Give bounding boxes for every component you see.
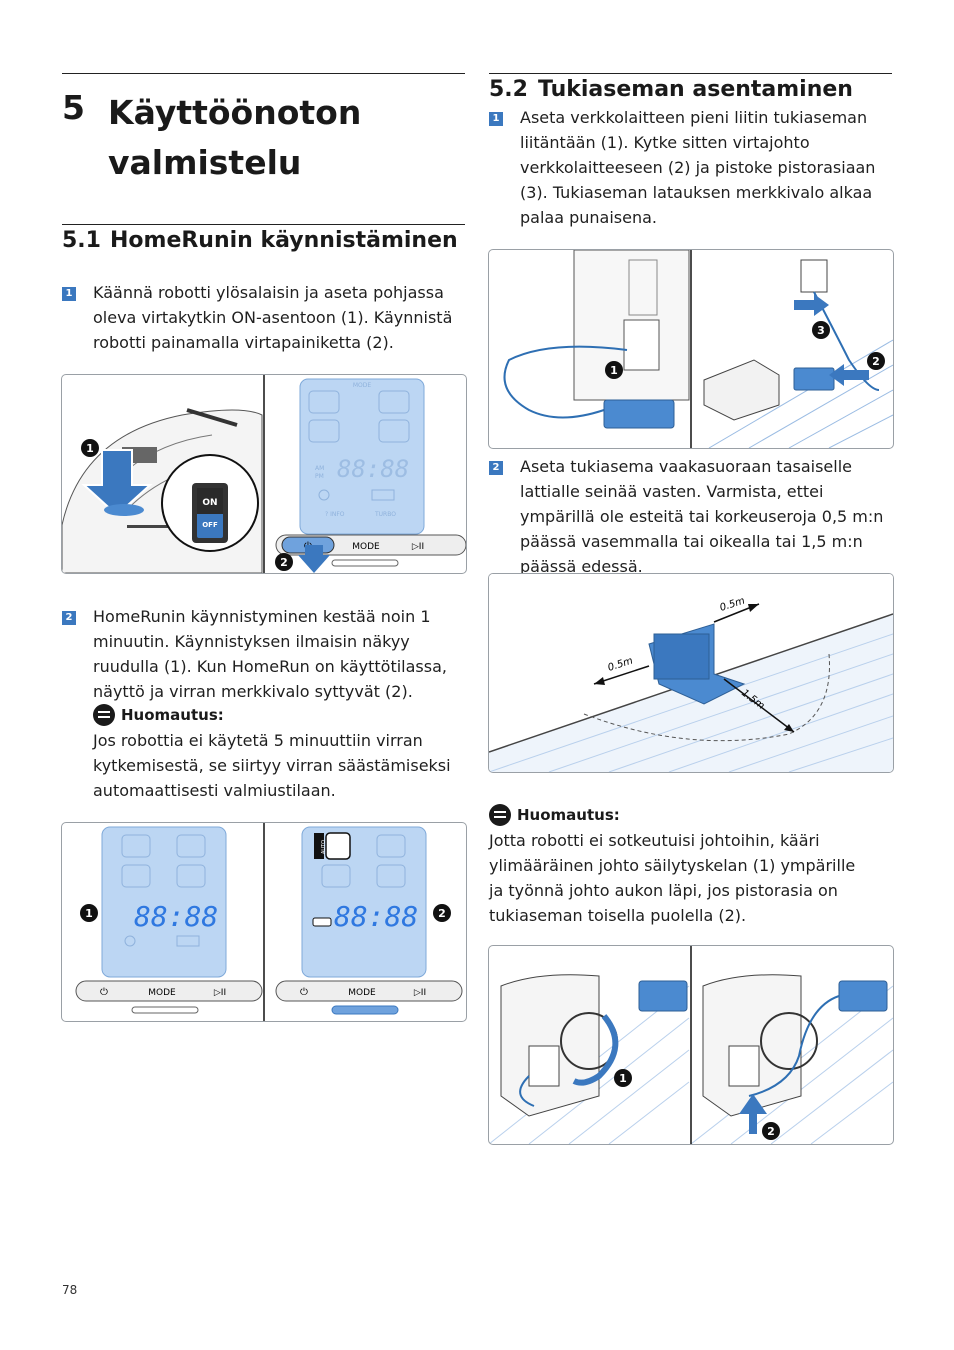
figure-dock-placement: 0.5m 0.5m 1.5m	[488, 573, 894, 773]
chapter-number: 5	[62, 88, 85, 127]
svg-text:⏻: ⏻	[100, 987, 108, 998]
step-badge-4: 2	[489, 461, 503, 475]
panel-am-label: AM	[315, 465, 324, 472]
dock-power-callout-3: 3	[817, 324, 825, 337]
startup-auto-label: AUTO	[321, 840, 327, 854]
panel-time-display: 88:88	[337, 455, 409, 483]
panel-info-label: ? INFO	[325, 511, 345, 518]
switch-callout-1: 1	[86, 442, 94, 455]
section-1-title: HomeRunin käynnistäminen	[110, 228, 458, 253]
section-2-note-text: Jotta robotti ei sotkeutuisi johtoihin, …	[489, 831, 856, 925]
note-icon	[93, 704, 115, 726]
startup-display-2: 88:88	[334, 900, 418, 933]
svg-text:▷II: ▷II	[414, 988, 426, 998]
figure-cable-management: 1 2	[488, 945, 894, 1145]
section-1-step-2-text: HomeRunin käynnistyminen kestää noin 1 m…	[93, 607, 447, 701]
panel-pm-label: PM	[315, 473, 324, 480]
section-1-note-text: Jos robottia ei käytetä 5 minuuttiin vir…	[93, 731, 451, 800]
section-1-number: 5.1	[62, 228, 101, 253]
dock-power-callout-2: 2	[872, 355, 880, 368]
section-1-note-heading: Huomautus:	[93, 704, 224, 726]
switch-off-label: OFF	[202, 521, 218, 529]
note-icon	[489, 804, 511, 826]
chapter-title: Käyttöönoton valmistelu	[108, 93, 362, 182]
svg-text:▷II: ▷II	[412, 542, 424, 552]
startup-mode-button-2: MODE	[348, 988, 376, 998]
startup-callout-1: 1	[85, 907, 93, 920]
section-2-note-heading: Huomautus:	[489, 804, 620, 826]
svg-text:▷II: ▷II	[214, 988, 226, 998]
cable-callout-2: 2	[767, 1125, 775, 1138]
section-2-number: 5.2	[489, 77, 528, 102]
step-badge-3: 1	[489, 112, 503, 126]
figure-startup-display: 88:88 1 ⏻ MODE ▷II AUTO 88:88 2 ⏻ MODE ▷…	[61, 822, 467, 1022]
svg-text:⏻: ⏻	[300, 987, 308, 998]
startup-mode-button-1: MODE	[148, 988, 176, 998]
section-1-rule	[62, 224, 465, 225]
step-badge-1: 1	[62, 287, 76, 301]
panel-turbo-label: TURBO	[374, 511, 396, 518]
step-badge-2: 2	[62, 611, 76, 625]
switch-callout-2: 2	[280, 556, 288, 569]
section-1-step-1-text: Käännä robotti ylösalaisin ja aseta pohj…	[93, 283, 453, 352]
panel-mode-label: MODE	[353, 382, 372, 389]
startup-callout-2: 2	[438, 907, 446, 920]
section-2-note-label: Huomautus:	[517, 806, 620, 824]
switch-on-label: ON	[202, 498, 217, 508]
section-2-rule	[489, 73, 892, 74]
panel-mode-button: MODE	[352, 542, 380, 552]
dock-power-callout-1: 1	[610, 364, 618, 377]
cable-callout-1: 1	[619, 1072, 627, 1085]
section-2-step-2-text: Aseta tukiasema vaakasuoraan tasaiselle …	[520, 457, 884, 576]
section-2-title: Tukiaseman asentaminen	[538, 77, 853, 102]
startup-display-1: 88:88	[134, 900, 218, 933]
page-number: 78	[62, 1283, 78, 1297]
chapter-top-rule	[62, 73, 465, 74]
figure-dock-power: 1 3 2	[488, 249, 894, 449]
figure-power-switch: 1 ON OFF MODE AM PM 88:88 ? INFO TURBO ⏻…	[61, 374, 467, 574]
section-2-step-1-text: Aseta verkkolaitteen pieni liitin tukias…	[520, 108, 876, 227]
section-1-note-label: Huomautus:	[121, 706, 224, 724]
